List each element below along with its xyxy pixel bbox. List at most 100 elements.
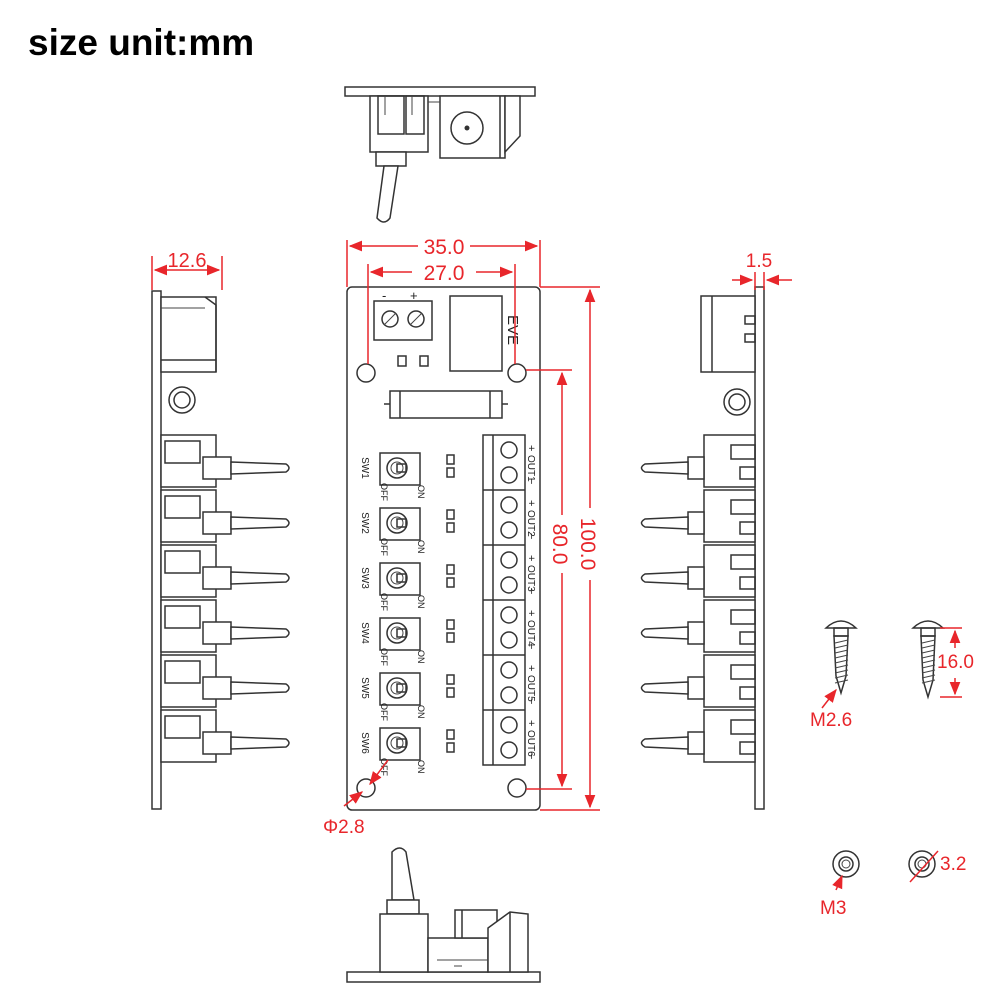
switch-off-label: OFF [379,758,389,776]
switch-on-label: ON [416,540,426,554]
led-pad [446,509,455,520]
terminal-screw [500,741,518,759]
dim-washer-inner: 3.2 [940,854,966,875]
left-toggle-row [160,489,290,543]
switch-name-label: SW5 [359,677,370,699]
switch-bushing [202,731,232,755]
thread-line [834,649,849,654]
terminal-slot [739,741,756,755]
thread-line [834,654,849,659]
toggle-switch [379,617,421,651]
toggle-lever [396,738,407,748]
toggle-knob-inner [390,516,404,530]
led-pad [446,729,455,740]
output-plus-label: + [525,720,537,726]
switch-off-label: OFF [379,703,389,721]
switch-bushing [202,621,232,645]
dim-width-outer: 35.0 [424,236,465,259]
terminal-screw [500,576,518,594]
toggle-knob-inner [390,571,404,585]
toggle-switch [379,727,421,761]
switch-body-panel [164,440,201,464]
output-plus-label: + [525,555,537,561]
output-plus-label: + [525,665,537,671]
toggle-knob [386,567,408,589]
switch-on-label: ON [416,705,426,719]
terminal-screw [500,661,518,679]
switch-body-panel [164,495,201,519]
toggle-knob [386,677,408,699]
switch-bushing [202,566,232,590]
toggle-knob-inner [390,681,404,695]
switch-bushing [202,676,232,700]
switch-on-label: ON [416,485,426,499]
led-pad [446,522,455,533]
dim-screw-size: M2.6 [810,710,852,731]
terminal-screw [500,441,518,459]
toggle-knob-inner [390,626,404,640]
right-toggle-row [640,544,756,598]
toggle-knob [386,622,408,644]
switch-off-label: OFF [379,648,389,666]
terminal-screw [500,686,518,704]
switch-body-panel [164,605,201,629]
toggle-knob-inner [390,461,404,475]
toggle-knob [386,457,408,479]
pcb-top-view: - + EVE [346,286,541,811]
dim-width-holes: 27.0 [424,262,465,285]
toggle-lever [230,461,290,475]
toggle-lever [640,461,689,475]
output-minus-label: − [525,533,537,539]
switch-name-label: SW2 [359,512,370,534]
left-toggle-row [160,544,290,598]
bottom-view [346,847,541,983]
output-plus-label: + [525,445,537,451]
toggle-lever [640,571,689,585]
thread-line [834,664,849,669]
washer-m3 [832,850,860,878]
switch-name-label: SW6 [359,732,370,754]
toggle-knob [386,732,408,754]
toggle-lever [230,736,290,750]
terminal-slot [730,719,756,735]
dim-side-height: 12.6 [168,250,207,272]
output-name-label: OUT5 [525,675,536,702]
led-pad [446,619,455,630]
toggle-lever [230,571,290,585]
dim-length-outer: 100.0 [576,518,599,571]
thread-line [834,674,849,679]
toggle-lever [396,683,407,693]
switch-bushing [202,511,232,535]
output-minus-label: − [525,753,537,759]
input-plus-label: + [410,288,418,303]
terminal-slot [739,631,756,645]
switch-name-label: SW1 [359,457,370,479]
switch-off-label: OFF [379,593,389,611]
thread-line [834,679,849,684]
toggle-lever [396,463,407,473]
terminal-slot [739,686,756,700]
left-side-view [151,290,217,810]
switch-bushing [687,511,705,535]
toggle-knob [386,512,408,534]
terminal-slot [739,466,756,480]
led-pad [446,674,455,685]
led-pad [446,632,455,643]
thread-line [921,674,936,679]
right-toggle-row [640,709,756,763]
dim-length-holes: 80.0 [548,524,571,565]
toggle-lever [396,573,407,583]
terminal-screw [500,606,518,624]
output-plus-label: + [525,500,537,506]
toggle-lever [640,516,689,530]
thread-line [921,654,936,659]
dim-hole-diameter: Φ2.8 [323,817,365,838]
thread-line [921,639,936,644]
right-toggle-row [640,489,756,543]
led-pad [446,577,455,588]
thread-line [921,679,936,684]
